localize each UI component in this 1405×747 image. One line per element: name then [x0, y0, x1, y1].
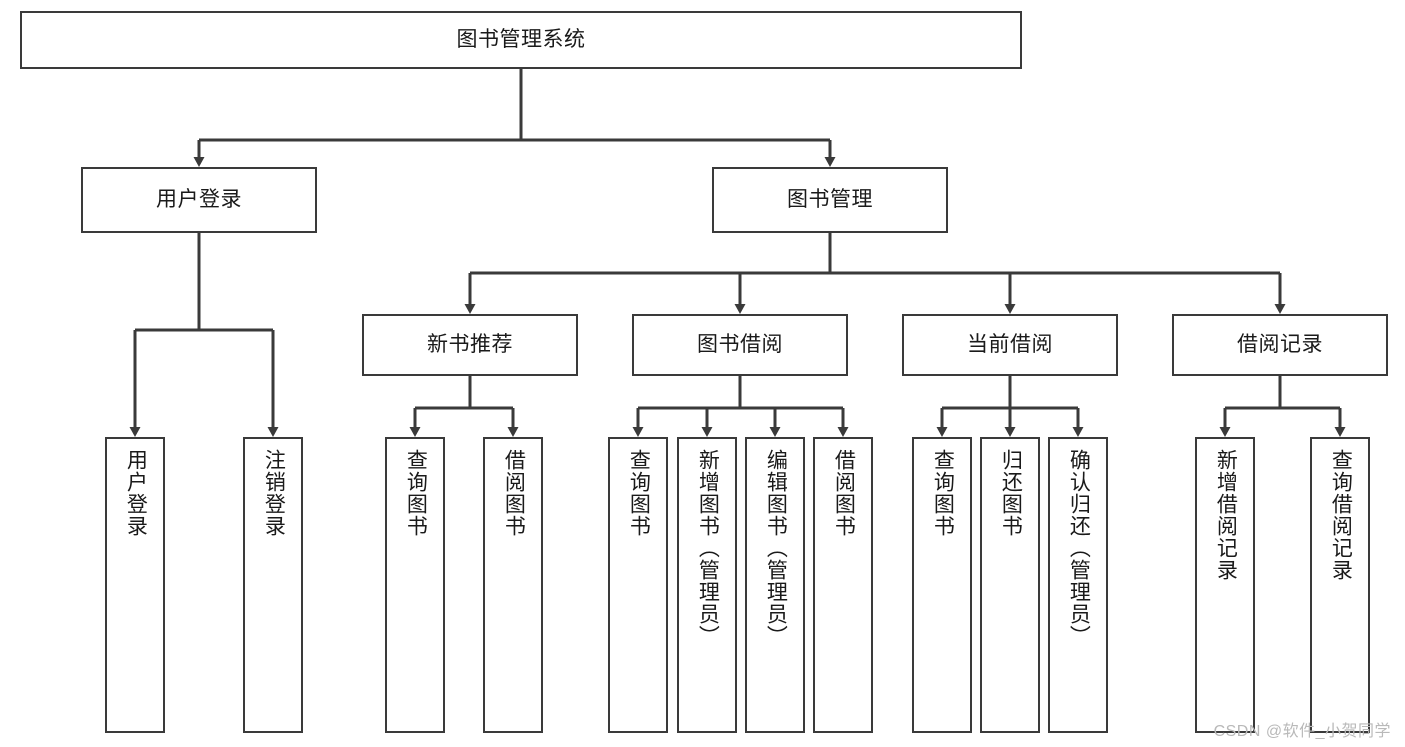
node-borrow-record[interactable]: 借阅记录	[1172, 314, 1388, 376]
leaf-current-borrow-return[interactable]: 归还图书	[980, 437, 1040, 733]
node-new-book-recommend[interactable]: 新书推荐	[362, 314, 578, 376]
leaf-new-book-query[interactable]: 查询图书	[385, 437, 445, 733]
node-label: 图书管理系统	[456, 27, 586, 51]
leaf-user-login-login[interactable]: 用户登录	[105, 437, 165, 733]
node-user-login[interactable]: 用户登录	[81, 167, 317, 233]
node-label: 确认归还（管理员）	[1067, 449, 1091, 647]
leaf-borrow-record-query[interactable]: 查询借阅记录	[1310, 437, 1370, 733]
node-label: 图书借阅	[697, 332, 783, 356]
leaf-current-borrow-query[interactable]: 查询图书	[912, 437, 972, 733]
node-root-system[interactable]: 图书管理系统	[20, 11, 1022, 69]
leaf-book-borrow-query[interactable]: 查询图书	[608, 437, 668, 733]
leaf-borrow-record-add[interactable]: 新增借阅记录	[1195, 437, 1255, 733]
csdn-watermark: CSDN @软件_小贺同学	[1213, 723, 1391, 740]
node-label: 图书管理	[787, 187, 873, 211]
node-label: 注销登录	[262, 449, 286, 537]
node-label: 新书推荐	[427, 332, 513, 356]
leaf-current-borrow-confirm-return[interactable]: 确认归还（管理员）	[1048, 437, 1108, 733]
leaf-book-borrow-borrow[interactable]: 借阅图书	[813, 437, 873, 733]
node-label: 查询图书	[931, 449, 955, 537]
node-label: 查询借阅记录	[1329, 449, 1353, 581]
node-label: 新增图书（管理员）	[696, 449, 720, 647]
node-label: 查询图书	[627, 449, 651, 537]
node-book-borrow[interactable]: 图书借阅	[632, 314, 848, 376]
node-label: 借阅图书	[502, 449, 526, 537]
node-label: 当前借阅	[967, 332, 1053, 356]
node-label: 用户登录	[124, 449, 148, 537]
leaf-book-borrow-add[interactable]: 新增图书（管理员）	[677, 437, 737, 733]
node-label: 借阅图书	[832, 449, 856, 537]
leaf-user-login-logout[interactable]: 注销登录	[243, 437, 303, 733]
node-label: 用户登录	[156, 187, 242, 211]
node-label: 查询图书	[404, 449, 428, 537]
node-book-management[interactable]: 图书管理	[712, 167, 948, 233]
node-label: 归还图书	[999, 449, 1023, 537]
leaf-book-borrow-edit[interactable]: 编辑图书（管理员）	[745, 437, 805, 733]
node-label: 借阅记录	[1237, 332, 1323, 356]
leaf-new-book-borrow[interactable]: 借阅图书	[483, 437, 543, 733]
node-current-borrow[interactable]: 当前借阅	[902, 314, 1118, 376]
node-label: 编辑图书（管理员）	[764, 449, 788, 647]
node-label: 新增借阅记录	[1214, 449, 1238, 581]
